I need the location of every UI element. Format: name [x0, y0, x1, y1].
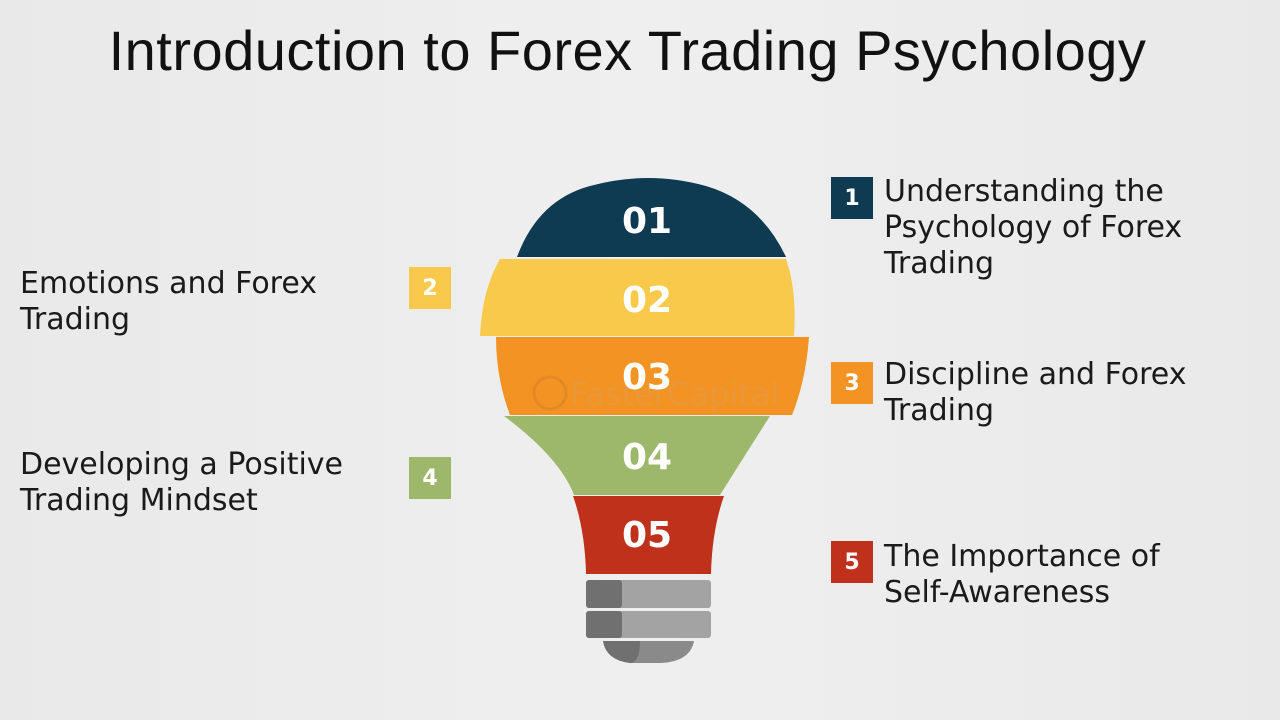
step-label-2: Emotions and Forex Trading [20, 266, 317, 338]
step-badge-number: 2 [422, 275, 438, 301]
step-badge-4: 4 [409, 457, 451, 499]
bulb-segment-01 [517, 178, 786, 257]
segment-number-04: 04 [622, 437, 672, 478]
bulb-segment-02 [480, 259, 795, 336]
step-label-line: Trading Mindset [20, 483, 258, 518]
step-label-line: Trading [20, 302, 131, 337]
watermark-text: FasterCapital [570, 375, 779, 413]
watermark: FasterCapital [532, 375, 779, 413]
bulb-base [586, 580, 711, 663]
step-badge-2: 2 [409, 267, 451, 309]
step-label-line: Self-Awareness [884, 575, 1111, 610]
bulb-segment-03 [496, 337, 809, 415]
bulb-segment-05 [573, 496, 724, 574]
step-badge-3: 3 [831, 362, 873, 404]
step-badge-1: 1 [831, 177, 873, 219]
step-badge-5: 5 [831, 541, 873, 583]
segment-number-05: 05 [622, 515, 672, 556]
step-label-line: The Importance of [884, 539, 1160, 574]
step-label-line: Discipline and Forex [884, 357, 1187, 392]
step-label-1: Understanding the Psychology of Forex Tr… [884, 174, 1182, 282]
step-label-4: Developing a Positive Trading Mindset [20, 447, 343, 519]
step-label-line: Trading [884, 393, 995, 428]
step-label-5: The Importance of Self-Awareness [884, 539, 1160, 611]
step-label-line: Understanding the [884, 174, 1164, 209]
step-badge-number: 5 [844, 549, 860, 575]
segment-number-01: 01 [622, 201, 672, 242]
step-badge-number: 3 [844, 370, 860, 396]
step-badge-number: 1 [844, 185, 860, 211]
segment-number-02: 02 [622, 280, 672, 321]
step-label-line: Psychology of Forex [884, 210, 1183, 245]
step-label-line: Developing a Positive [20, 447, 343, 482]
slide-title: Introduction to Forex Trading Psychology [108, 19, 1147, 82]
bulb-segment-04 [504, 416, 770, 495]
step-badge-number: 4 [422, 465, 438, 491]
segment-number-03: 03 [622, 357, 672, 398]
step-label-line: Emotions and Forex [20, 266, 318, 301]
step-label-line: Trading [884, 246, 995, 281]
step-label-3: Discipline and Forex Trading [884, 357, 1187, 429]
